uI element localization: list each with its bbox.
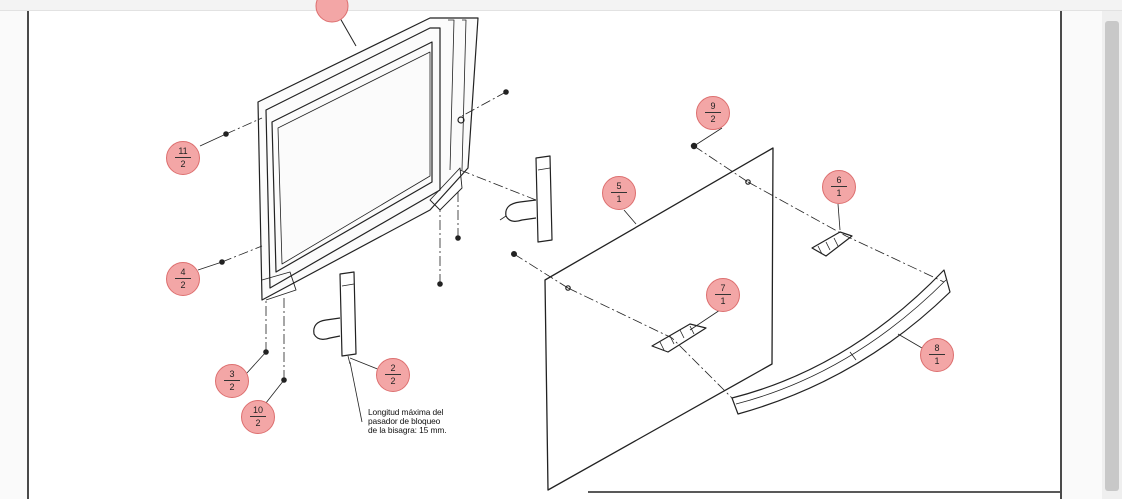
callout-3: 3 2 <box>215 364 249 398</box>
callout-6: 6 1 <box>822 170 856 204</box>
callout-quantity: 2 <box>255 418 261 428</box>
glass-clip-lower <box>651 323 707 353</box>
inner-door-frame <box>257 17 479 301</box>
callout-part-number: 6 <box>836 175 842 185</box>
page-left-margin <box>0 11 29 499</box>
callout-4: 4 2 <box>166 262 200 296</box>
door-handle <box>731 269 951 415</box>
callout-11: 11 2 <box>166 141 200 175</box>
callout-part-number: 9 <box>710 101 716 111</box>
viewer-top-bar <box>0 0 1122 11</box>
callout-part-number: 8 <box>934 343 940 353</box>
callout-part-number: 4 <box>180 267 186 277</box>
note-line-1: Longitud máxima del <box>368 407 444 417</box>
callout-part-number: 10 <box>252 405 263 415</box>
glass-panel <box>544 147 774 491</box>
callout-quantity: 1 <box>934 356 940 366</box>
callout-partial-top <box>315 0 349 23</box>
glass-clip-upper <box>811 231 853 257</box>
callout-quantity: 1 <box>616 194 622 204</box>
callout-part-number: 5 <box>616 181 622 191</box>
callout-part-number: 3 <box>229 369 235 379</box>
page-right-margin <box>1060 11 1104 499</box>
callout-part-number: 7 <box>720 283 726 293</box>
callout-quantity: 2 <box>710 114 716 124</box>
callout-5: 5 1 <box>602 176 636 210</box>
callout-quantity: 1 <box>720 296 726 306</box>
drawing-sheet <box>29 11 1060 499</box>
callout-quantity: 2 <box>229 382 235 392</box>
note-line-2: pasador de bloqueo <box>368 416 441 427</box>
callout-quantity: 2 <box>390 376 396 386</box>
hinge-lower <box>313 271 357 365</box>
callout-10: 10 2 <box>241 400 275 434</box>
callout-8: 8 1 <box>920 338 954 372</box>
callout-9: 9 2 <box>696 96 730 130</box>
callout-quantity: 1 <box>836 188 842 198</box>
note-line-3: de la bisagra: 15 mm. <box>368 425 447 436</box>
hinge-pin-note: Longitud máxima del pasador de bloqueo d… <box>368 407 468 436</box>
hinge-upper <box>499 155 553 243</box>
callout-2: 2 2 <box>376 358 410 392</box>
assembly-lines <box>221 91 945 399</box>
callout-part-number: 11 <box>178 146 188 156</box>
callout-7: 7 1 <box>706 278 740 312</box>
callout-quantity: 2 <box>180 280 186 290</box>
scrollbar-thumb[interactable] <box>1105 21 1119 491</box>
callout-quantity: 2 <box>180 159 186 169</box>
vertical-scrollbar[interactable] <box>1102 11 1122 499</box>
callout-part-number: 2 <box>390 363 396 373</box>
